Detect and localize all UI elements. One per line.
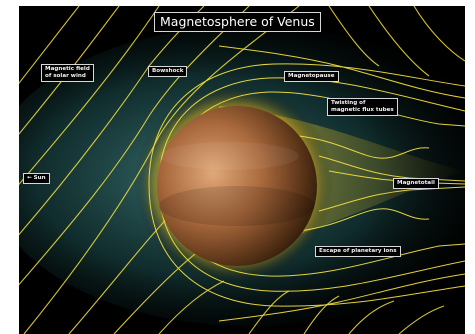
label-magnetotail: Magnetotail (393, 178, 439, 189)
venus-band (159, 142, 299, 170)
label-twisting-line1: Twisting of (331, 100, 394, 107)
label-solar-wind-field: Magnetic field of solar wind (41, 64, 94, 82)
label-solar-wind-field-line1: Magnetic field (45, 66, 90, 73)
label-escape-ions: Escape of planetary ions (315, 246, 401, 257)
diagram-frame: Magnetosphere of Venus Magnetic field of… (19, 6, 465, 334)
diagram-title: Magnetosphere of Venus (154, 12, 321, 32)
label-solar-wind-field-line2: of solar wind (45, 73, 90, 80)
label-magnetopause: Magnetopause (284, 71, 339, 82)
label-bowshock: Bowshock (148, 66, 187, 77)
label-twisting-line2: magnetic flux tubes (331, 107, 394, 114)
label-twisting-flux-tubes: Twisting of magnetic flux tubes (327, 98, 398, 116)
magnetosphere-drawing (19, 6, 465, 334)
label-sun-direction: ← Sun (23, 173, 50, 184)
venus-band (159, 186, 315, 226)
